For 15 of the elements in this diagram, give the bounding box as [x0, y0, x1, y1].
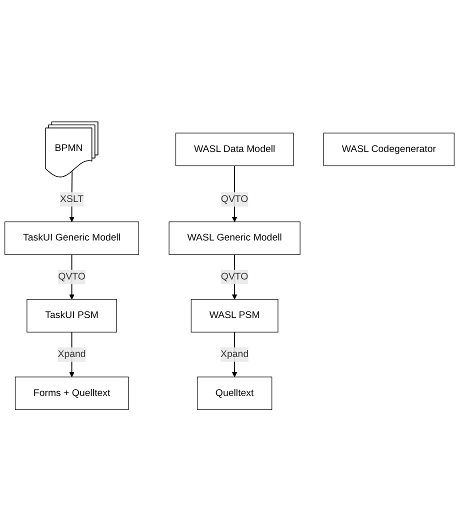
edge-label: Xpand	[220, 348, 249, 360]
arrow	[69, 170, 74, 222]
node-box: WASL PSM	[190, 298, 278, 332]
edge-label: XSLT	[60, 194, 84, 204]
node-box: WASL Generic Modell	[168, 221, 300, 255]
edge-label: QVTO	[220, 194, 248, 204]
node-box: WASL Data Modell	[175, 132, 294, 166]
node-box: Quelltext	[196, 376, 272, 410]
node-box: Forms + Quelltext	[14, 376, 129, 410]
node-box: TaskUI PSM	[26, 298, 117, 332]
edge-label: QVTO	[58, 271, 86, 282]
node-box: TaskUI Generic Modell	[4, 221, 140, 255]
edge-label: QVTO	[220, 271, 248, 282]
edge-label: Xpand	[58, 348, 86, 360]
node-box: WASL Codegenerator	[323, 132, 454, 166]
